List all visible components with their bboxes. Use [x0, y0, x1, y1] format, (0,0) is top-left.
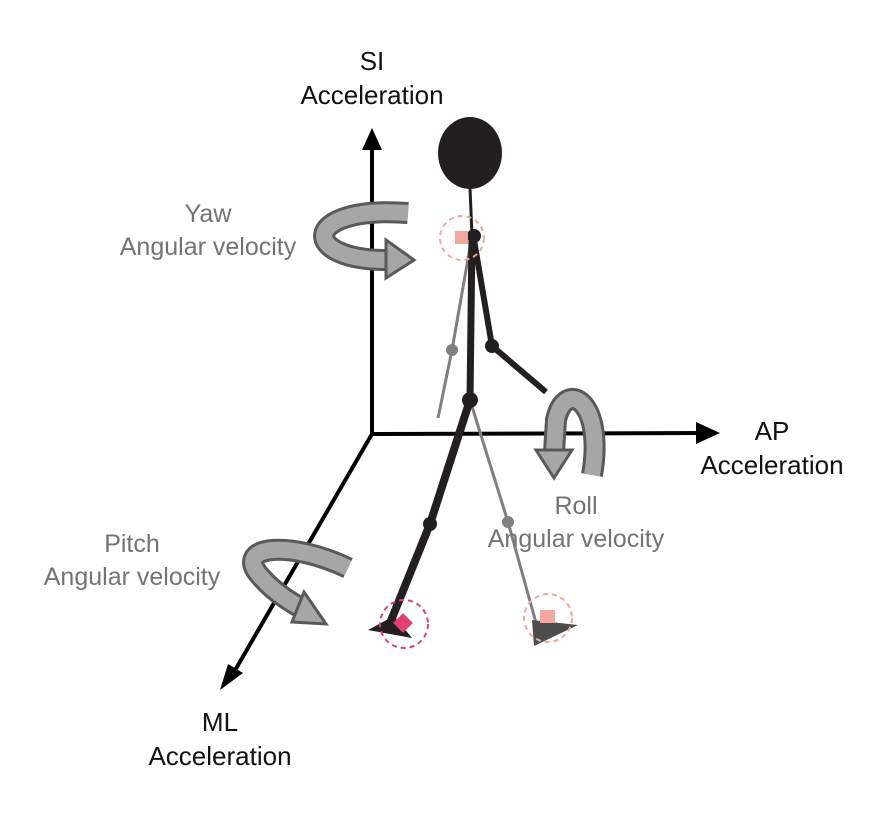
- left-foot-sensor: [393, 613, 413, 633]
- rear-foot: [532, 620, 578, 646]
- trunk-sensor-ring: [439, 215, 485, 261]
- ml-axis-label-line2: Acceleration: [148, 741, 292, 771]
- neck-joint: [467, 229, 481, 243]
- ml-axis-label: ML Acceleration: [148, 705, 291, 773]
- pitch-label-line1: Pitch: [104, 530, 160, 558]
- ap-axis-label: AP Acceleration: [700, 414, 843, 482]
- hip-joint: [462, 392, 478, 408]
- front-foot: [368, 616, 412, 638]
- roll-rotation-arrow: [533, 388, 606, 481]
- ap-axis-arrowhead: [696, 422, 720, 444]
- pitch-label: Pitch Angular velocity: [44, 528, 220, 594]
- sensors: [379, 215, 573, 649]
- yaw-label-line1: Yaw: [184, 200, 232, 228]
- yaw-label-line2: Angular velocity: [119, 233, 297, 261]
- roll-label-line2: Angular velocity: [487, 525, 665, 553]
- ap-axis-label-line1: AP: [754, 416, 790, 446]
- rear-elbow-joint: [446, 344, 458, 356]
- si-axis-arrowhead: [362, 128, 382, 150]
- pitch-label-line2: Angular velocity: [43, 563, 221, 591]
- si-axis-label: SI Acceleration: [300, 44, 443, 112]
- front-elbow-joint: [485, 339, 499, 353]
- ap-axis-arrow: [371, 431, 701, 436]
- rear-knee-joint: [502, 516, 514, 528]
- yaw-label: Yaw Angular velocity: [120, 198, 296, 264]
- roll-label-line1: Roll: [554, 492, 598, 520]
- torso: [466, 235, 476, 401]
- stick-figure: [368, 117, 548, 638]
- yaw-rotation-arrow: [313, 201, 417, 281]
- trunk-sensor: [455, 231, 468, 244]
- si-axis-label-line1: SI: [359, 46, 385, 76]
- right-foot-sensor-ring: [523, 593, 573, 643]
- left-foot-sensor-ring: [379, 599, 429, 649]
- head: [438, 117, 502, 189]
- front-knee-joint: [423, 517, 437, 531]
- front-arm: [471, 239, 548, 395]
- ml-axis-label-line1: ML: [201, 707, 239, 737]
- si-axis-label-line2: Acceleration: [300, 80, 444, 110]
- ap-axis-label-line2: Acceleration: [700, 450, 844, 480]
- ml-axis-arrowhead: [220, 664, 243, 690]
- pitch-rotation-arrow: [242, 538, 353, 626]
- roll-label: Roll Angular velocity: [488, 490, 664, 556]
- right-foot-sensor: [540, 610, 555, 623]
